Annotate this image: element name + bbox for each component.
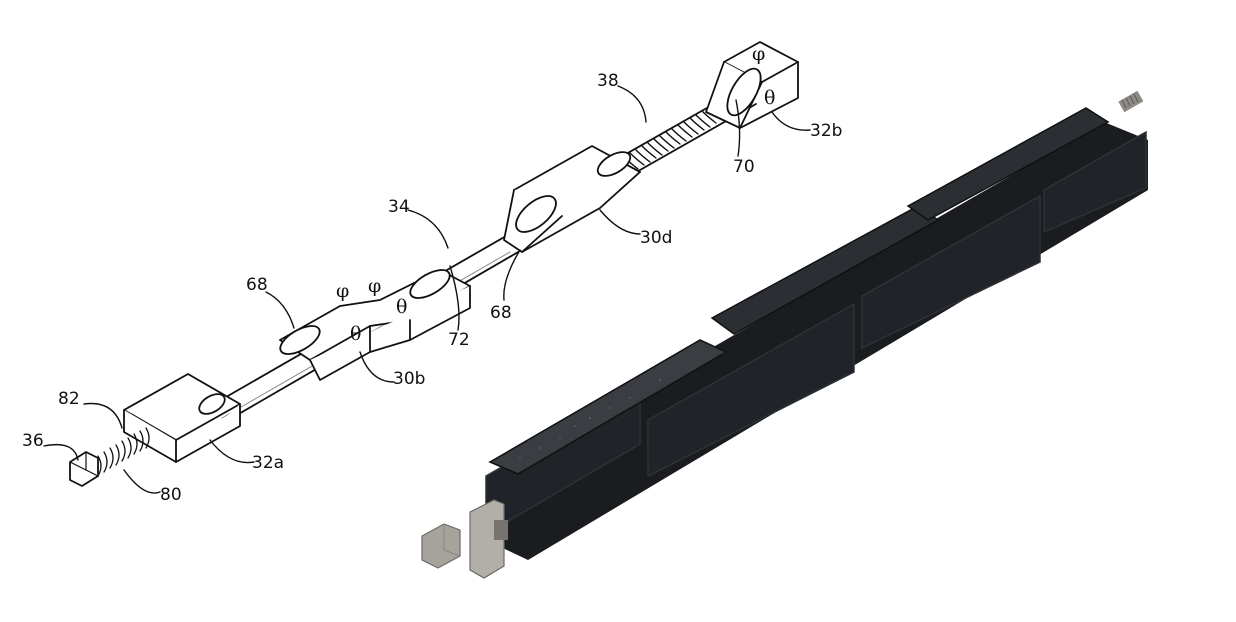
angle-theta: θ [350, 323, 361, 345]
label-68-right: 68 [490, 303, 512, 323]
label-32b: 32b [810, 121, 842, 141]
top-plates [488, 107, 1110, 475]
angle-theta: θ [396, 296, 407, 318]
label-30d: 30d [640, 228, 672, 248]
label-80: 80 [160, 485, 182, 505]
block-30b [279, 269, 471, 381]
end-screw [1118, 90, 1144, 113]
label-68-left: 68 [246, 275, 268, 295]
label-30b: 30b [393, 369, 425, 389]
angle-symbols: φ φ θ θ φ θ [336, 43, 775, 345]
product-photo [421, 90, 1148, 579]
leader-lines [43, 85, 811, 494]
label-82: 82 [58, 389, 80, 409]
label-36: 36 [22, 431, 44, 451]
block-32a [123, 373, 241, 463]
label-38: 38 [597, 71, 619, 91]
reference-labels: 36 82 80 32a 68 30b 34 72 68 30d 38 70 3… [22, 71, 842, 505]
angle-theta: θ [764, 87, 775, 109]
label-72: 72 [448, 330, 470, 350]
angle-phi: φ [368, 275, 381, 297]
label-32a: 32a [252, 453, 284, 473]
block-30d [503, 145, 641, 253]
top-plate-3 [906, 107, 1110, 221]
top-plate-2 [710, 205, 940, 335]
plate-speckles [519, 378, 662, 459]
spring-80 [97, 427, 150, 477]
block-32b [705, 41, 799, 129]
angle-phi: φ [752, 43, 765, 65]
photo-end-fitting [421, 499, 508, 579]
end-fitting-36 [69, 451, 99, 487]
top-plate-1 [488, 339, 728, 475]
label-34: 34 [388, 197, 410, 217]
patent-drawing [43, 41, 811, 494]
angle-phi: φ [336, 280, 349, 302]
label-70: 70 [733, 157, 755, 177]
